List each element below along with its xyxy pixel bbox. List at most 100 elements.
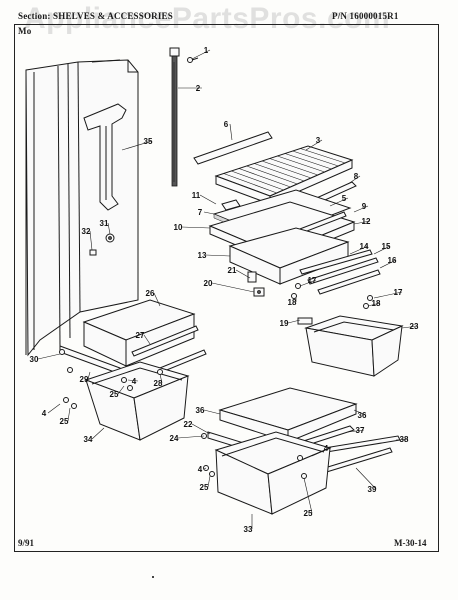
callout-13: 13 bbox=[198, 251, 207, 260]
callout-25: 25 bbox=[304, 509, 313, 518]
part-number: P/N 16000015R1 bbox=[332, 11, 399, 21]
leader-line bbox=[199, 194, 217, 205]
callout-17: 17 bbox=[308, 276, 317, 285]
leader-line bbox=[121, 140, 153, 151]
callout-9: 9 bbox=[362, 202, 367, 211]
leader-line bbox=[107, 222, 111, 235]
leader-line bbox=[347, 429, 365, 433]
callout-17: 17 bbox=[394, 288, 403, 297]
callout-36: 36 bbox=[358, 411, 367, 420]
callout-6: 6 bbox=[224, 120, 229, 129]
shelf-rail bbox=[193, 131, 273, 165]
leader-line bbox=[117, 385, 125, 395]
stray-mark bbox=[152, 576, 154, 578]
callout-38: 38 bbox=[400, 435, 409, 444]
leader-line bbox=[305, 139, 323, 151]
leader-line bbox=[235, 269, 251, 279]
callout-25: 25 bbox=[110, 390, 119, 399]
section-title: Section: SHELVES & ACCESSORIES bbox=[18, 11, 173, 21]
revision-date: 9/91 bbox=[18, 538, 35, 548]
leader-line bbox=[203, 467, 207, 470]
callout-15: 15 bbox=[382, 242, 391, 251]
callout-32: 32 bbox=[82, 227, 91, 236]
leader-line bbox=[205, 254, 231, 257]
leader-line bbox=[347, 175, 361, 185]
diagram-frame bbox=[14, 24, 439, 552]
callout-29: 29 bbox=[80, 375, 89, 384]
leader-line bbox=[395, 438, 409, 441]
watermark-text: AppliancePartsPros.com bbox=[24, 2, 391, 35]
leader-line bbox=[379, 259, 397, 269]
callout-4: 4 bbox=[132, 377, 137, 386]
callout-28: 28 bbox=[154, 379, 163, 388]
pan-frame bbox=[228, 227, 350, 285]
callout-20: 20 bbox=[204, 279, 213, 288]
callout-35: 35 bbox=[144, 137, 153, 146]
leader-line bbox=[311, 447, 331, 457]
callout-30: 30 bbox=[30, 355, 39, 364]
clip bbox=[253, 287, 265, 297]
callout-4: 4 bbox=[324, 444, 329, 453]
leader-line bbox=[181, 226, 211, 229]
page-code: M-30-14 bbox=[394, 538, 427, 548]
leader-line bbox=[87, 371, 91, 380]
slide-rails bbox=[299, 249, 381, 295]
callout-1: 1 bbox=[204, 46, 209, 55]
leader-line bbox=[353, 220, 371, 225]
leader-line bbox=[355, 467, 377, 490]
lower-fasteners bbox=[201, 433, 307, 479]
callout-12: 12 bbox=[362, 217, 371, 226]
model-label: Mo bbox=[18, 26, 32, 36]
leader-line bbox=[159, 373, 163, 384]
leader-line bbox=[203, 409, 221, 415]
meat-pan bbox=[214, 431, 332, 515]
left-fasteners bbox=[59, 349, 163, 409]
leader-line bbox=[203, 211, 215, 215]
callout-4: 4 bbox=[42, 409, 47, 418]
screw bbox=[187, 57, 199, 63]
leader-line bbox=[47, 403, 61, 414]
leader-line bbox=[91, 427, 105, 440]
callout-39: 39 bbox=[368, 485, 377, 494]
leader-line bbox=[299, 279, 317, 287]
callout-21: 21 bbox=[228, 266, 237, 275]
callout-16: 16 bbox=[388, 256, 397, 265]
leader-line bbox=[401, 325, 419, 329]
callout-18: 18 bbox=[372, 299, 381, 308]
leader-line bbox=[211, 282, 255, 293]
callout-2: 2 bbox=[196, 84, 201, 93]
leader-line bbox=[143, 334, 151, 345]
leader-line bbox=[177, 435, 205, 439]
crisper-pan-right bbox=[297, 315, 404, 377]
leader-line bbox=[329, 197, 349, 207]
callout-33: 33 bbox=[244, 525, 253, 534]
crisper-pan-left bbox=[84, 361, 190, 441]
leader-line bbox=[191, 49, 211, 60]
callout-19: 19 bbox=[280, 319, 289, 328]
leader-line bbox=[373, 291, 403, 299]
callout-25: 25 bbox=[200, 483, 209, 492]
callout-31: 31 bbox=[100, 219, 109, 228]
leader-line bbox=[37, 353, 61, 360]
pan-cover-left bbox=[59, 299, 207, 377]
air-duct bbox=[83, 103, 127, 211]
callout-24: 24 bbox=[170, 434, 179, 443]
leader-line bbox=[353, 205, 369, 213]
callout-18: 18 bbox=[288, 298, 297, 307]
callout-3: 3 bbox=[316, 136, 321, 145]
leader-line bbox=[127, 379, 139, 382]
callout-10: 10 bbox=[174, 223, 183, 232]
callout-37: 37 bbox=[356, 426, 365, 435]
callout-36: 36 bbox=[196, 406, 205, 415]
leader-line bbox=[287, 319, 301, 324]
callout-34: 34 bbox=[84, 435, 93, 444]
screws-17-18 bbox=[291, 283, 373, 309]
callout-7: 7 bbox=[198, 208, 203, 217]
callout-8: 8 bbox=[354, 172, 359, 181]
callout-14: 14 bbox=[360, 242, 369, 251]
callout-22: 22 bbox=[184, 420, 193, 429]
callout-23: 23 bbox=[410, 322, 419, 331]
